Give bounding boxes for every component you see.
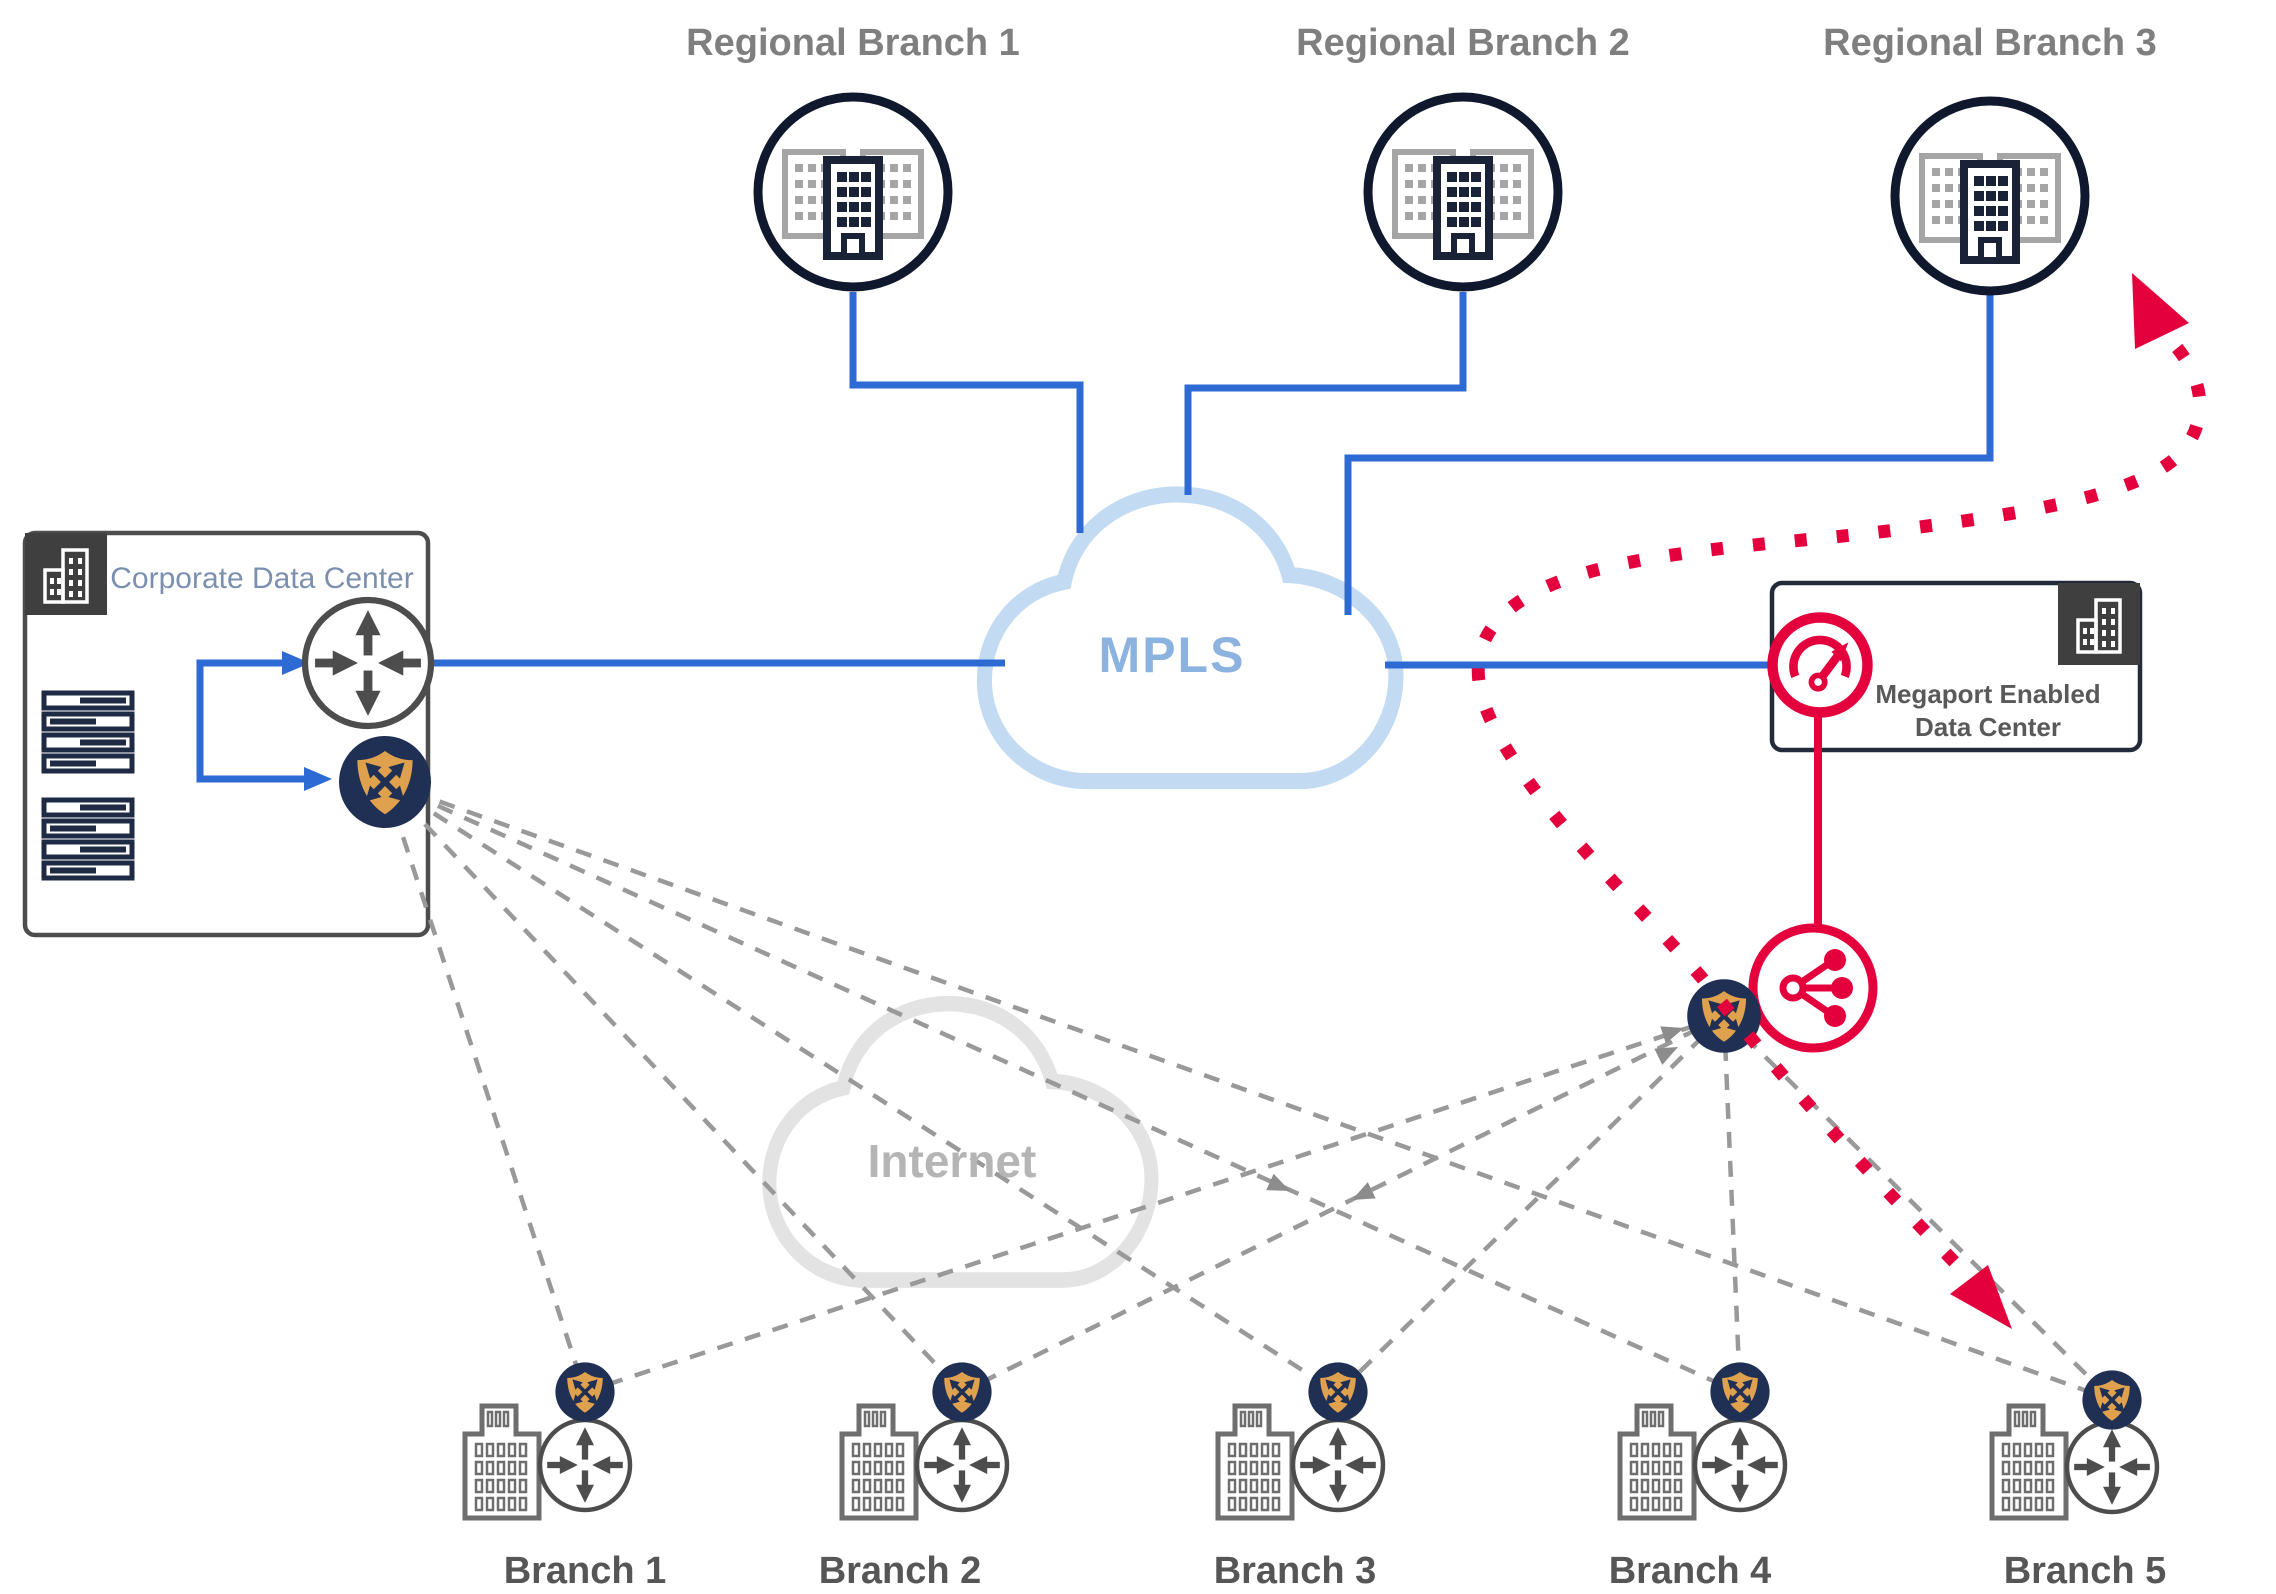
router-icon [1695,1420,1785,1510]
link-regional-branch-1-mpls [849,292,1084,533]
megaport-dc-title: Megaport Enabled Data Center [1875,679,2101,742]
sdwan-shield-icon [339,736,431,828]
dashed-link-megaport-branch-4 [1721,1015,1743,1394]
branch-3-node [1218,1360,1383,1518]
branch-1-label: Branch 1 [503,1550,667,1592]
regional-branch-1-label: Regional Branch 1 [686,22,1020,64]
dashed-link-megaport-branch-2 [961,1013,1725,1395]
server-rack [41,690,135,881]
red-route-path [1471,273,2207,1329]
router-icon [305,600,431,726]
sdwan-shield-icon [1306,1360,1370,1424]
branch-2-node [842,1360,1007,1518]
router-icon [1293,1420,1383,1510]
dashed-link-corp-branch-3 [383,780,1340,1395]
mpls-cloud-label: MPLS [1098,627,1246,683]
regional-branch-2-label: Regional Branch 2 [1296,22,1630,64]
internet-cloud-label: Internet [867,1135,1037,1187]
regional-branch-3-node [1890,96,2090,296]
link-regional-branch-3-mpls [1344,294,1994,615]
route-arrowhead-down [1950,1265,2012,1329]
sdwan-shield-icon [930,1360,994,1424]
dashed-link-megaport-branch-5 [1722,1014,2114,1402]
router-icon [917,1420,1007,1510]
sdwan-shield-icon [553,1360,617,1424]
branch-5-node [1992,1368,2157,1518]
blue-arrowhead [282,651,310,675]
internet-overlay-links [382,779,2114,1403]
virtual-router-hub-icon [1753,928,1873,1048]
regional-branch-2-node [1363,92,1563,292]
sdwan-shield-icon [1708,1360,1772,1424]
building-icon [465,1406,539,1518]
building-icon [842,1406,916,1518]
link-corporate-internal [196,659,306,783]
megaport-dc-box [1769,580,2143,753]
speedometer-icon [1773,618,1868,713]
dashed-link-corp-branch-2 [383,780,964,1394]
branch-4-node [1620,1360,1785,1518]
dashed-link-corp-branch-1 [382,781,588,1393]
regional-branch-1-node [753,92,953,292]
branch-3-label: Branch 3 [1213,1550,1377,1592]
router-icon [540,1420,630,1510]
dashed-link-arrowheads [1266,1019,1687,1209]
branch-4-label: Branch 4 [1608,1550,1772,1592]
route-arrowhead-up [2132,273,2189,349]
dashed-link-megaport-branch-1 [584,1013,1725,1395]
branch-1-node [465,1360,630,1518]
corporate-dc-title: Corporate Data Center [110,562,414,595]
building-icon [1992,1406,2066,1518]
mpls-links [196,292,1994,783]
regional-branch-3-label: Regional Branch 3 [1823,22,2157,64]
sdwan-shield-icon [2080,1368,2144,1432]
branch-2-label: Branch 2 [818,1550,982,1592]
router-icon [2067,1422,2157,1512]
dashed-link-corp-branch-5 [384,779,2113,1403]
building-icon [1218,1406,1292,1518]
link-regional-branch-2-mpls [1184,292,1467,495]
dashed-link-corp-branch-4 [384,779,1741,1396]
dashed-link-megaport-branch-3 [1336,1014,1726,1395]
building-icon [1620,1406,1694,1518]
branch-5-label: Branch 5 [2003,1550,2167,1592]
blue-arrowhead [304,767,332,791]
